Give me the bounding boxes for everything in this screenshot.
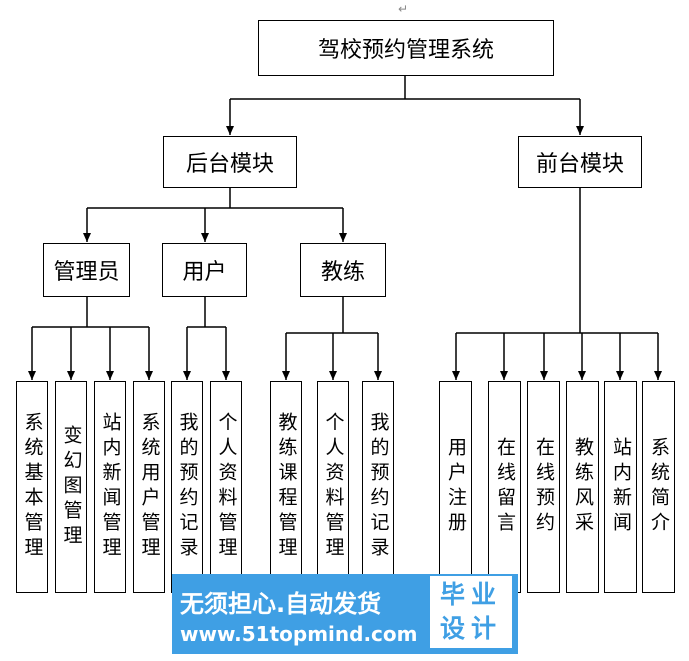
frontend-label: 前台模块 xyxy=(535,152,624,177)
leaf-front-coaches: 教练风采 xyxy=(566,381,599,593)
frontend-box: 前台模块 xyxy=(518,136,642,188)
watermark-banner: 无须担心.自动发货 www.51topmind.com 毕业 设计 xyxy=(172,574,518,654)
watermark-badge-line2: 设计 xyxy=(439,614,502,643)
backend-label: 后台模块 xyxy=(185,152,274,177)
leaf-admin-users: 系统用户管理 xyxy=(133,381,165,593)
leaf-front-register: 用户注册 xyxy=(439,381,472,593)
watermark-badge: 毕业 设计 xyxy=(428,574,514,650)
leaf-front-booking: 在线预约 xyxy=(527,381,560,593)
root-label: 驾校预约管理系统 xyxy=(317,38,494,63)
admin-box: 管理员 xyxy=(43,243,130,297)
leaf-admin-system-basic: 系统基本管理 xyxy=(16,381,48,593)
leaf-front-news: 站内新闻 xyxy=(604,381,637,593)
watermark-url: www.51topmind.com xyxy=(180,622,418,646)
backend-box: 后台模块 xyxy=(163,136,297,188)
admin-label: 管理员 xyxy=(53,260,120,285)
leaf-admin-carousel: 变幻图管理 xyxy=(55,381,87,593)
paragraph-mark: ↵ xyxy=(398,2,409,16)
root-box: 驾校预约管理系统 xyxy=(258,20,554,76)
coach-box: 教练 xyxy=(300,243,386,297)
coach-label: 教练 xyxy=(320,260,365,285)
watermark-left: 无须担心.自动发货 www.51topmind.com xyxy=(172,574,428,654)
leaf-admin-news: 站内新闻管理 xyxy=(94,381,126,593)
leaf-coach-profile: 个人资料管理 xyxy=(317,381,349,593)
leaf-coach-bookings: 我的预约记录 xyxy=(362,381,394,593)
watermark-slogan: 无须担心.自动发货 xyxy=(180,590,382,618)
leaf-front-intro: 系统简介 xyxy=(642,381,675,593)
leaf-user-profile: 个人资料管理 xyxy=(210,381,242,593)
user-label: 用户 xyxy=(182,260,227,285)
leaf-front-message: 在线留言 xyxy=(488,381,521,593)
watermark-badge-line1: 毕业 xyxy=(439,580,502,609)
leaf-user-bookings: 我的预约记录 xyxy=(171,381,203,593)
user-box: 用户 xyxy=(162,243,247,297)
leaf-coach-courses: 教练课程管理 xyxy=(270,381,302,593)
